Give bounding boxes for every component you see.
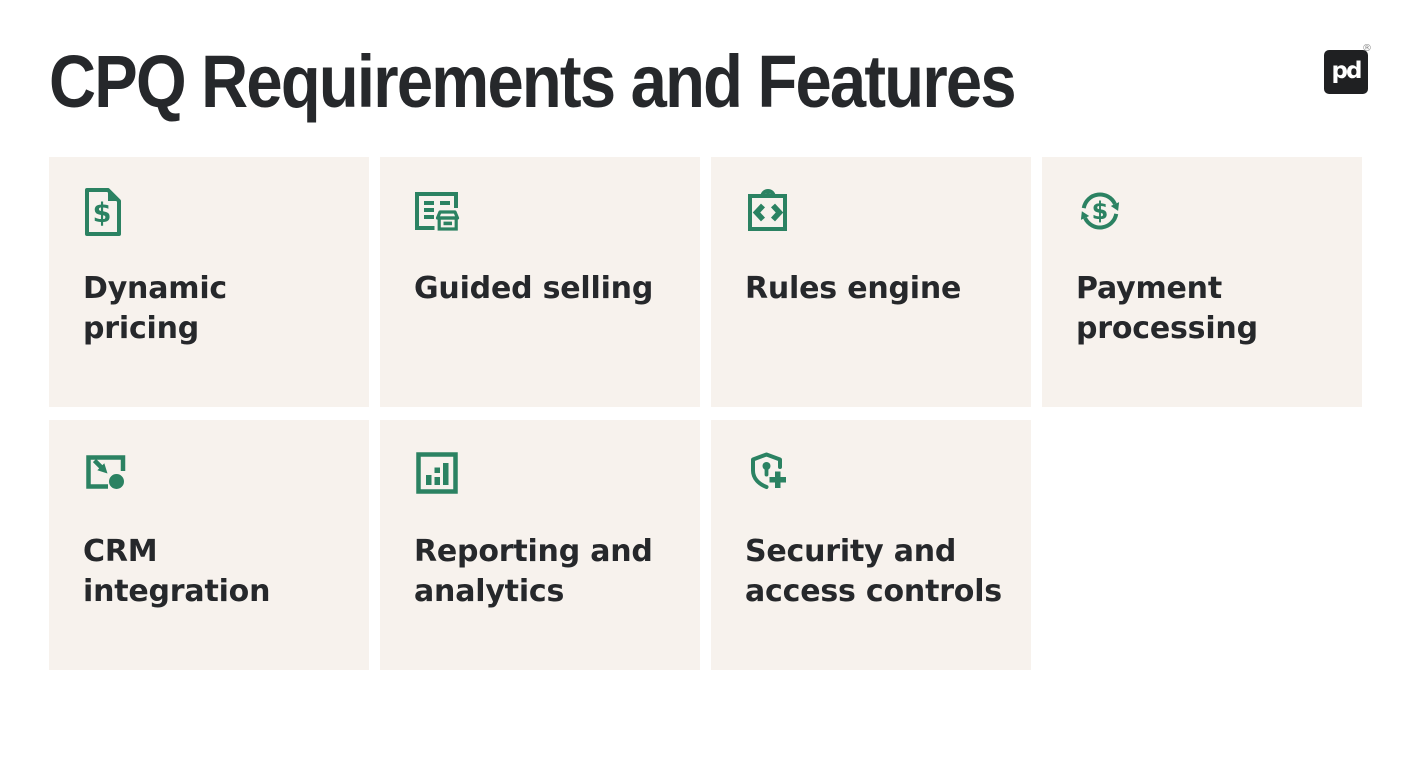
feature-card-guided-selling: Guided selling	[380, 157, 700, 407]
clipboard-code-icon	[745, 187, 791, 235]
order-form-icon	[414, 187, 462, 235]
feature-label: Guided selling	[414, 271, 654, 306]
feature-card-security-access-controls: Security and access controls	[711, 420, 1031, 670]
pandadoc-logo-text: pd	[1331, 58, 1363, 84]
bar-chart-icon	[414, 450, 460, 496]
feature-label: Rules engine	[745, 271, 962, 306]
dollar-sync-icon: $	[1076, 187, 1124, 235]
feature-label: Dynamic pricing	[83, 271, 227, 346]
feature-card-rules-engine: Rules engine	[711, 157, 1031, 407]
feature-card-reporting-analytics: Reporting and analytics	[380, 420, 700, 670]
feature-label: Payment processing	[1076, 271, 1258, 346]
svg-text:$: $	[93, 198, 112, 229]
shield-plus-icon	[745, 450, 791, 496]
pandadoc-logo: pd ®	[1324, 43, 1372, 94]
feature-card-crm-integration: CRM integration	[49, 420, 369, 670]
page-title: CPQ Requirements and Features	[49, 40, 1017, 123]
features-grid: $ Dynamic pricing Guided selli	[49, 157, 1362, 670]
feature-card-payment-processing: $ Payment processing	[1042, 157, 1362, 407]
feature-label: Reporting and analytics	[414, 534, 653, 609]
svg-text:$: $	[1092, 197, 1109, 225]
invoice-dollar-icon: $	[83, 187, 123, 237]
import-arrow-icon	[83, 450, 129, 496]
registered-trademark-icon: ®	[1362, 43, 1372, 54]
feature-card-dynamic-pricing: $ Dynamic pricing	[49, 157, 369, 407]
feature-label: Security and access controls	[745, 534, 1002, 609]
feature-label: CRM integration	[83, 534, 271, 609]
